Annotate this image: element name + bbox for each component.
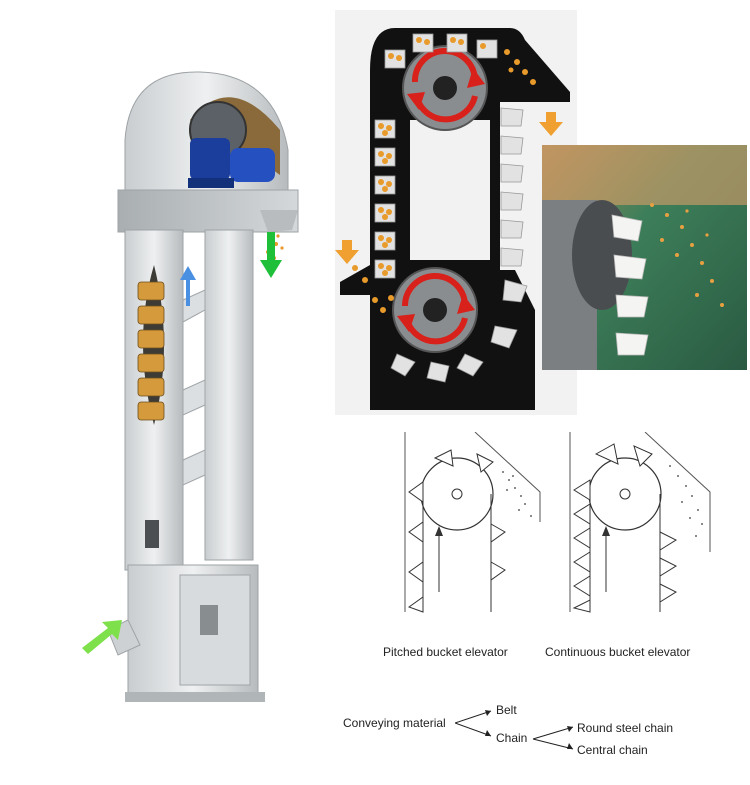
boot-window (145, 520, 159, 548)
flow-in-arrow (82, 620, 122, 654)
grain-in-buckets (378, 37, 486, 276)
cross-brace (182, 449, 206, 486)
pitched-bucket-label: Pitched bucket elevator (383, 645, 508, 659)
cross-brace (182, 379, 206, 416)
motor (188, 138, 275, 188)
buckets-cutaway (137, 281, 165, 421)
elevator-3d-illustration (107, 71, 299, 702)
pitched-bucket-drawing (404, 432, 541, 613)
continuous-bucket-drawing (569, 432, 711, 613)
belt-inner-gap (410, 120, 490, 260)
buckets (572, 443, 678, 613)
feed-drop-arrow (335, 240, 359, 264)
flow-up-arrow (180, 266, 196, 306)
discharge-drop-arrow (539, 112, 563, 136)
top-rotation-arrow (411, 48, 478, 83)
empty-buckets (390, 107, 528, 383)
material-spray (669, 465, 703, 537)
buckets (407, 449, 506, 613)
continuous-bucket-label: Continuous bucket elevator (545, 645, 691, 659)
feed-grain (352, 265, 394, 313)
flying-grain (650, 203, 724, 307)
white-buckets (611, 214, 649, 356)
filled-buckets (374, 33, 498, 279)
discharge-grain (504, 49, 536, 85)
drum (572, 200, 632, 310)
tree-round-steel-chain: Round steel chain (577, 721, 674, 735)
bucket-closeup-photo (542, 145, 747, 370)
base-plate (125, 692, 265, 702)
flow-out-arrow (260, 232, 282, 278)
boot-door (200, 605, 218, 635)
right-casing (204, 229, 254, 561)
bottom-rotation-arrow (402, 273, 468, 307)
material-spray (502, 471, 532, 517)
discharge-chute (260, 210, 298, 232)
tree-root: Conveying material (343, 716, 446, 730)
tree-belt: Belt (496, 703, 517, 717)
bucket-belt-schematic (335, 10, 577, 415)
head-pulley (588, 457, 662, 531)
tree-connectors (455, 710, 574, 750)
tree-chain: Chain (496, 731, 528, 745)
tree-central-chain: Central chain (577, 743, 648, 757)
